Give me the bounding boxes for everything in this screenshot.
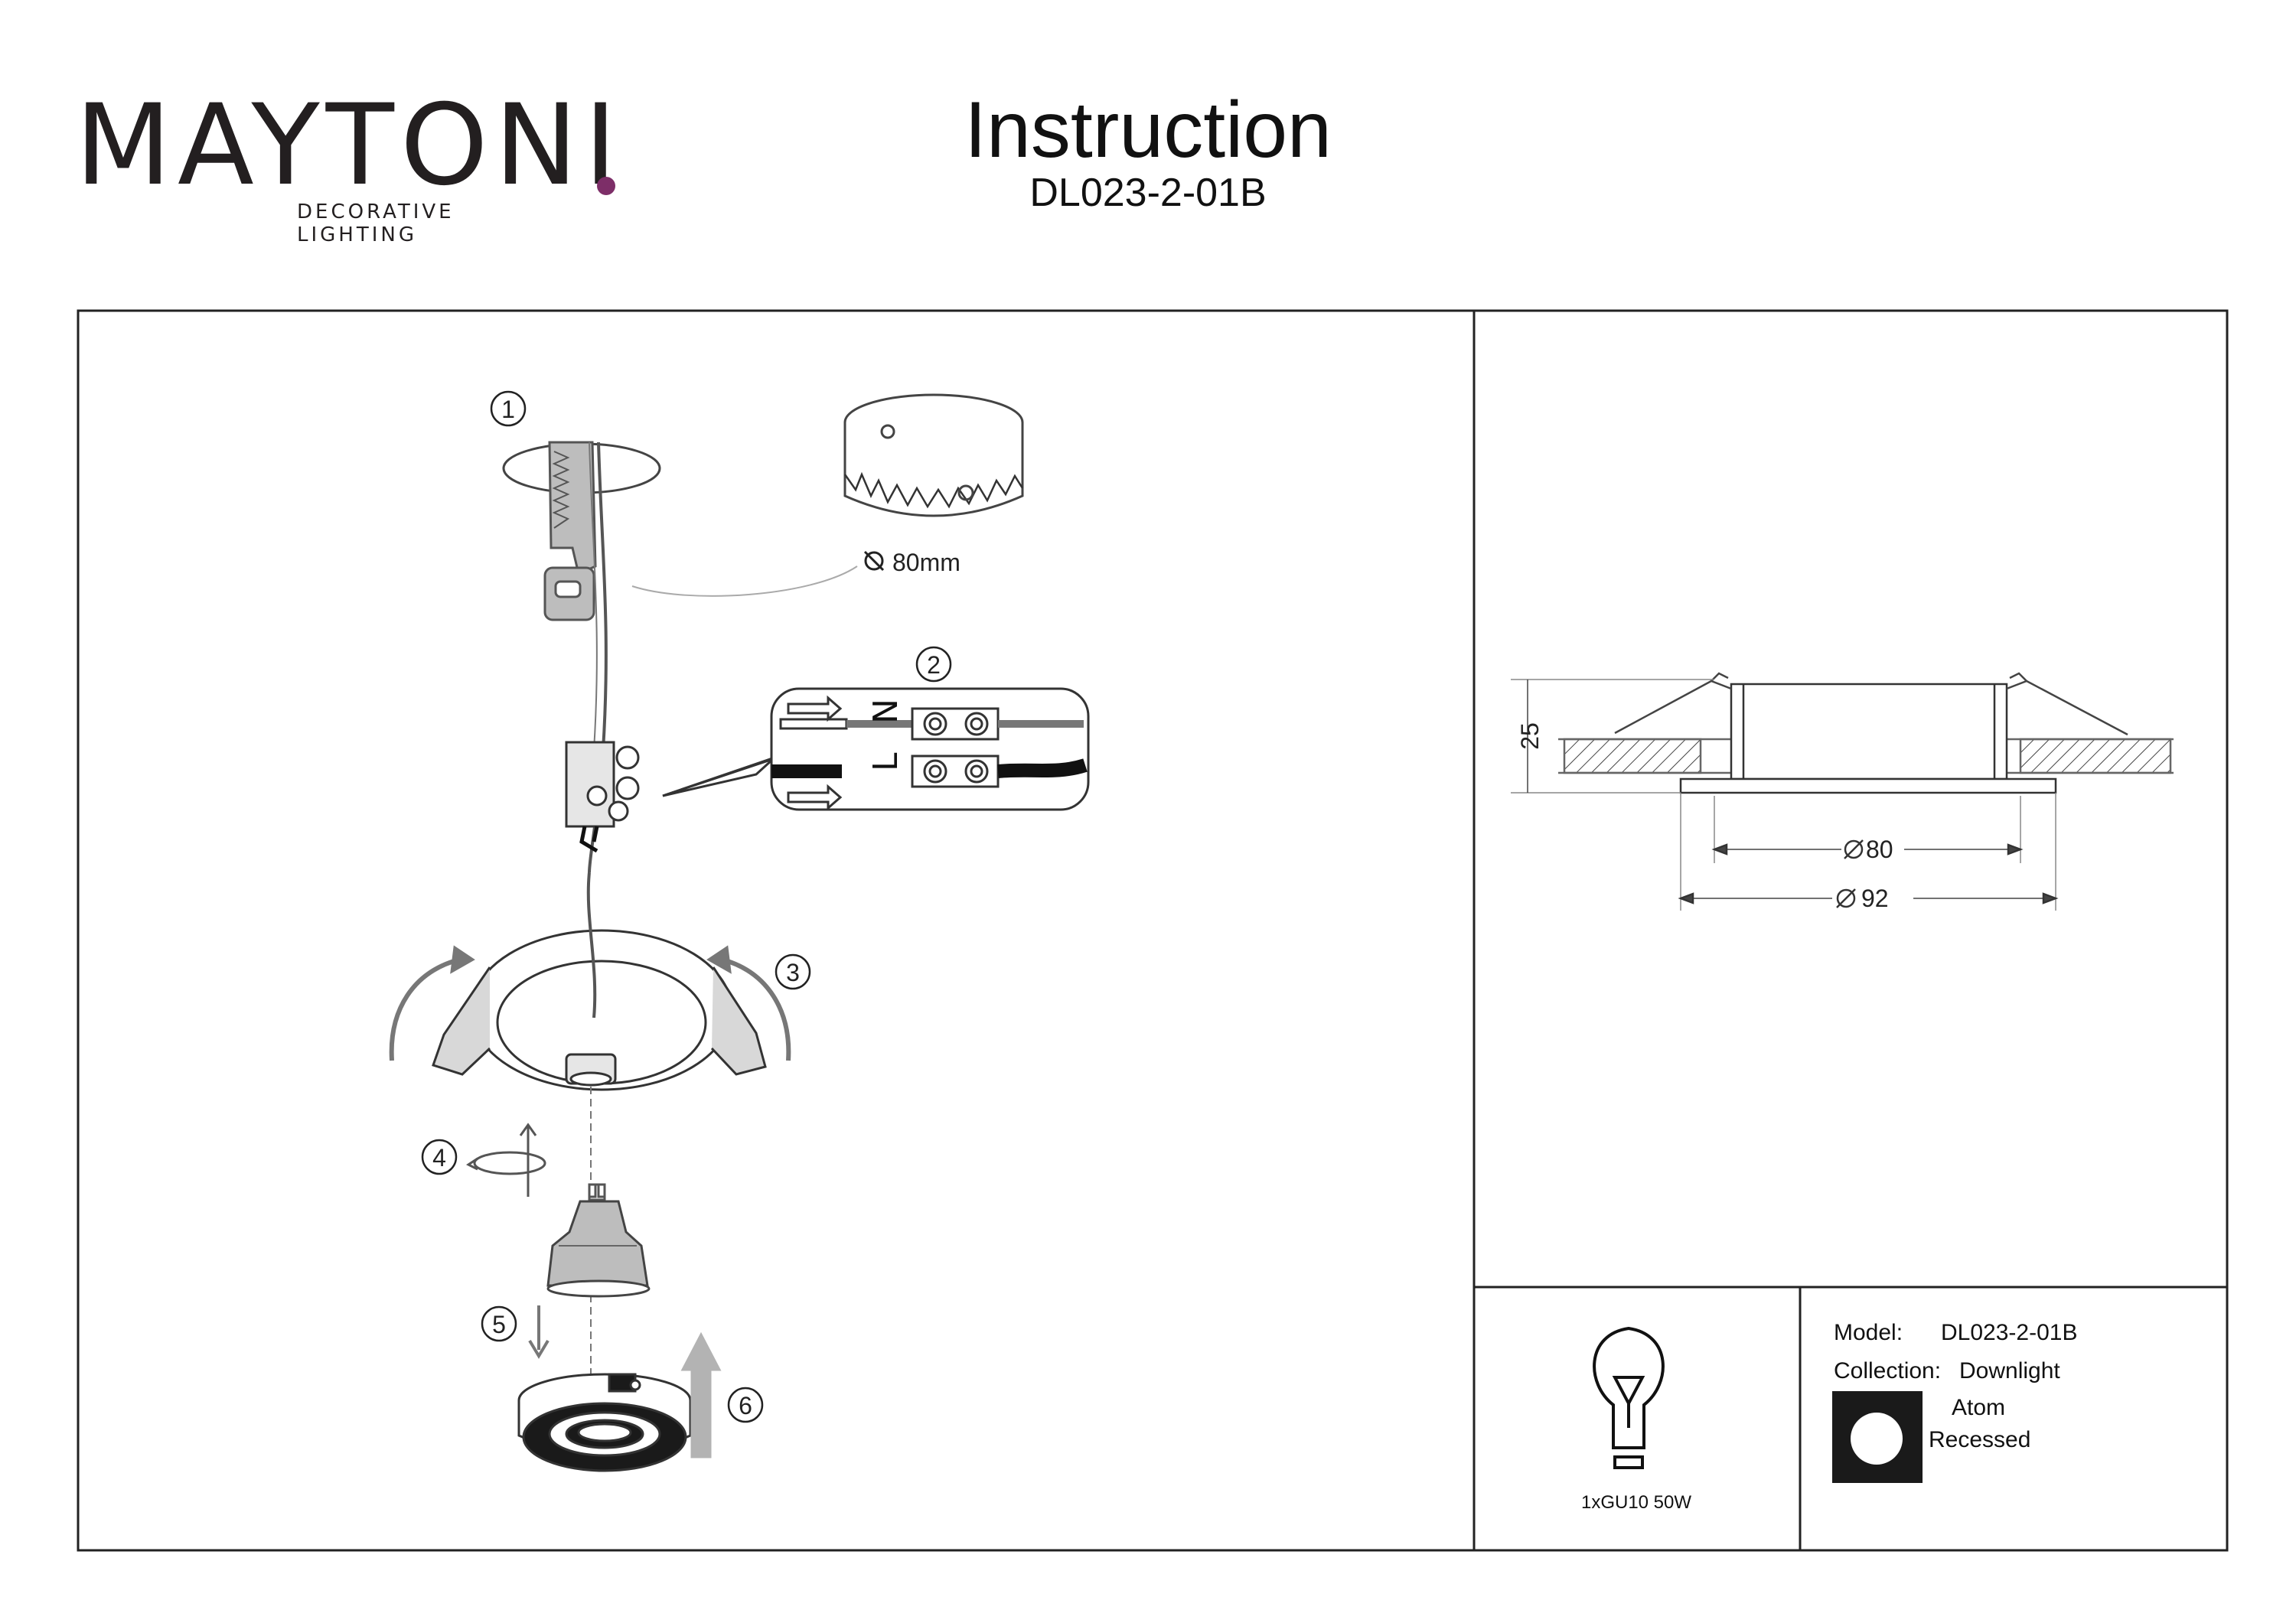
- step-3-number: 3: [786, 959, 800, 986]
- step-5-6-insert-ring: [517, 1305, 722, 1472]
- step-4-rotate-lamp: [466, 1087, 651, 1377]
- step-1-number: 1: [501, 396, 515, 423]
- brand-logo: MAYTONI DECORATIVE LIGHTING: [75, 84, 617, 246]
- outer-diameter-dimension: 92: [1861, 885, 1889, 912]
- step-4-marker: [421, 1139, 458, 1175]
- diameter-symbol-icon: [1836, 888, 1856, 908]
- step-markers: [421, 390, 952, 1423]
- product-name: Atom: [1952, 1395, 2006, 1420]
- cutout-diameter-label: 80mm: [892, 549, 960, 576]
- step-2-marker: [915, 646, 952, 683]
- step-2-wiring: [565, 687, 1090, 853]
- step-5-marker: [481, 1305, 517, 1342]
- step-4-number: 4: [432, 1144, 446, 1172]
- recessed-icon: [1832, 1391, 1923, 1483]
- step-6-marker: [727, 1387, 764, 1423]
- cutout-diameter-icon: [863, 550, 885, 572]
- cutout-dimension: 80: [1866, 836, 1893, 863]
- bulb-icon: [1593, 1326, 1665, 1469]
- step-3-marker: [775, 953, 811, 990]
- collection-label: Collection:: [1834, 1358, 1942, 1383]
- lamp-spec: 1xGU10 50W: [1580, 1492, 1692, 1513]
- logo-wordmark: MAYTONI: [75, 80, 624, 210]
- step-6-number: 6: [739, 1392, 752, 1419]
- document-model: DL023-2-01B: [1029, 171, 1267, 215]
- step-3-spring-clips: [389, 872, 791, 1091]
- logo-accent-dot: [597, 177, 615, 195]
- frame-borders: [77, 309, 2229, 1552]
- model-value: DL023-2-01B: [1941, 1320, 2078, 1345]
- step-1-marker: [490, 390, 527, 427]
- height-dimension: 25: [1516, 722, 1544, 750]
- document-title: Instruction: [964, 86, 1332, 174]
- neutral-terminal-label: N: [866, 699, 905, 724]
- step-2-number: 2: [927, 651, 941, 679]
- logo-tagline: DECORATIVE LIGHTING: [297, 200, 455, 246]
- dimension-drawing: [1511, 672, 2174, 911]
- collection-value: Downlight: [1959, 1358, 2060, 1383]
- step-5-number: 5: [492, 1311, 506, 1338]
- step-1-cut-hole: [502, 393, 1024, 873]
- product-type: Recessed: [1929, 1427, 2031, 1452]
- diameter-symbol-icon: [1844, 839, 1864, 859]
- live-terminal-label: L: [866, 752, 905, 771]
- model-label: Model:: [1834, 1320, 1903, 1345]
